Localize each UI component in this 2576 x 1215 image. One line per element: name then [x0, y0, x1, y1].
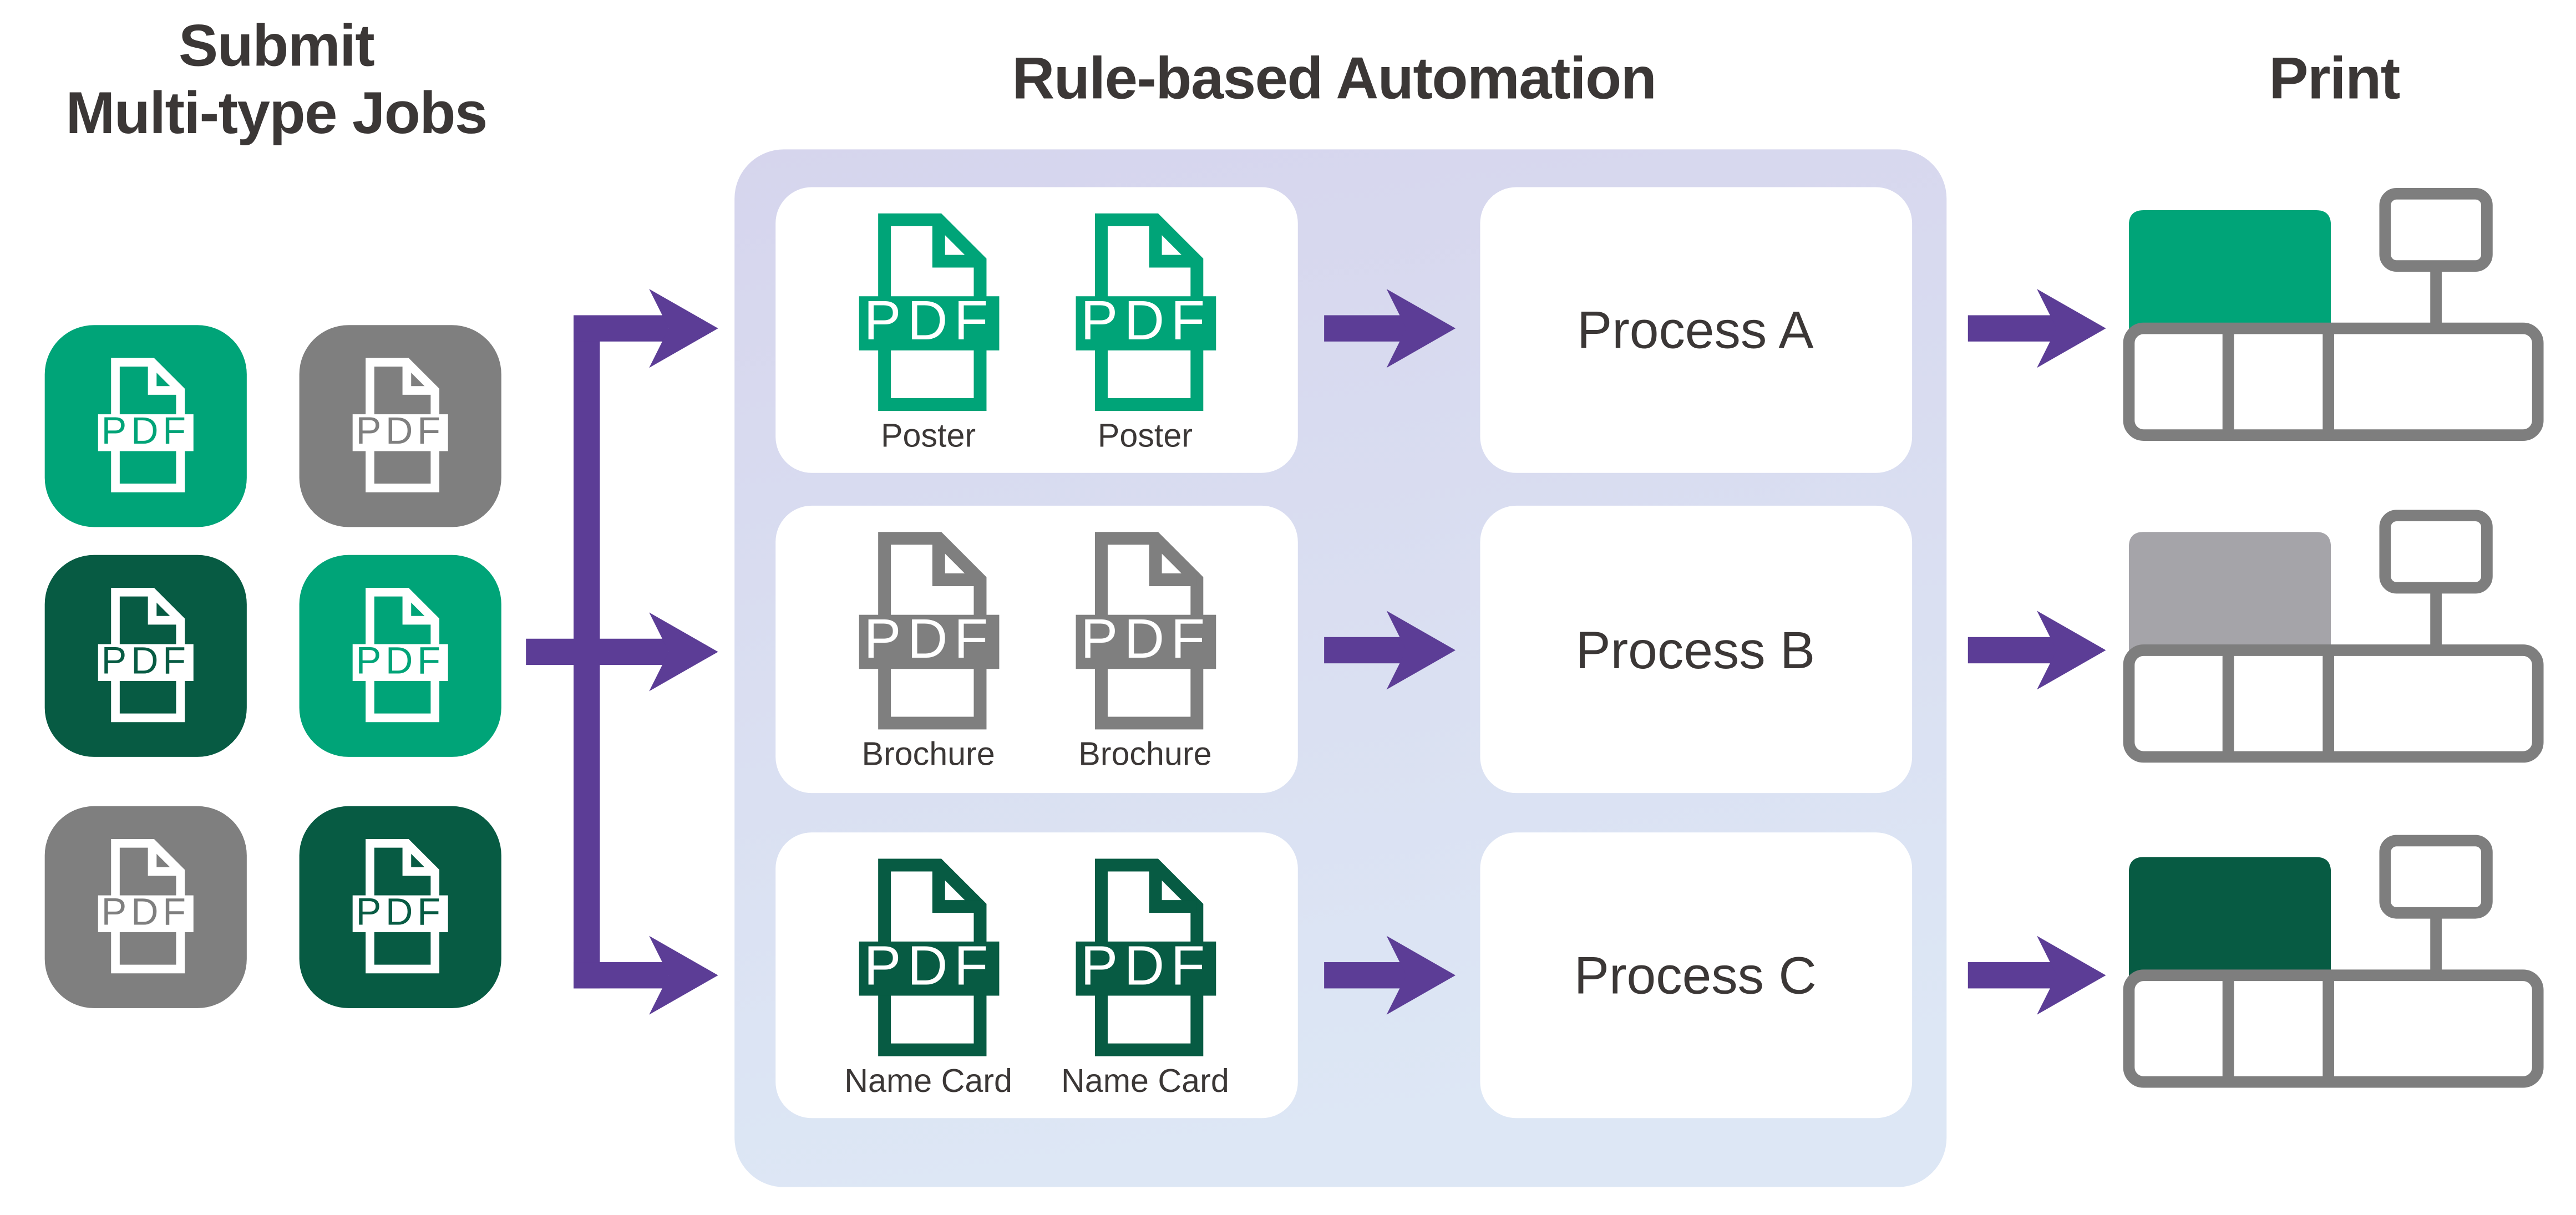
arrowhead-icon [1386, 289, 1456, 368]
arrowhead-icon [649, 289, 718, 368]
printer-monitor [2379, 510, 2493, 594]
svg-text:PDF: PDF [864, 289, 994, 352]
printer-icon [2123, 188, 2544, 441]
job-card-brochure: PDF PDF Brochure Brochure [775, 505, 1298, 794]
job-card-name-card: PDF PDF Name Card Name Card [775, 832, 1298, 1119]
pdf-tile-icon: PDF [44, 806, 247, 1008]
doc-caption: Name Card [1061, 1062, 1229, 1099]
branch-arrow [526, 289, 718, 1015]
printer-icon [2123, 510, 2544, 763]
pdf-tile-icon: PDF [44, 325, 247, 527]
flow-arrow [1968, 936, 2106, 1015]
svg-text:PDF: PDF [1081, 289, 1211, 352]
svg-text:PDF: PDF [864, 934, 994, 997]
svg-text:PDF: PDF [356, 891, 445, 933]
flow-arrow [1968, 289, 2106, 368]
svg-text:PDF: PDF [1081, 608, 1211, 670]
pdf-tile-icon: PDF [299, 806, 501, 1008]
pdf-document-icon: PDF [1076, 220, 1216, 404]
svg-text:PDF: PDF [864, 608, 994, 670]
doc-caption: Poster [881, 416, 976, 454]
arrowhead-icon [2037, 936, 2106, 1015]
arrowhead-icon [649, 936, 718, 1015]
doc-caption: Brochure [861, 735, 995, 772]
job-card-poster: PDF PDF Poster Poster [775, 187, 1298, 473]
flow-arrow [1324, 611, 1456, 690]
printer-monitor [2379, 835, 2493, 919]
doc-caption: Brochure [1078, 735, 1211, 772]
doc-caption: Name Card [844, 1062, 1012, 1099]
svg-text:PDF: PDF [1081, 934, 1211, 997]
printer-job-block [2128, 532, 2331, 655]
print-title: Print [2269, 45, 2400, 111]
doc-caption: Poster [1098, 416, 1193, 454]
printer-icon [2123, 835, 2544, 1088]
printer-job-block [2128, 857, 2331, 980]
flow-arrow [1968, 611, 2106, 690]
svg-text:PDF: PDF [102, 639, 190, 682]
arrowhead-icon [1386, 611, 1456, 690]
flow-arrow [1324, 289, 1456, 368]
submit-title-line1: Submit [179, 12, 374, 78]
printer-monitor [2379, 188, 2493, 272]
process-label: Process B [1575, 621, 1815, 680]
process-card-c: Process C [1480, 832, 1913, 1119]
flow-arrow [1324, 936, 1456, 1015]
arrowhead-icon [649, 612, 718, 692]
process-label: Process A [1577, 301, 1813, 360]
svg-text:PDF: PDF [356, 410, 445, 452]
submit-jobs-grid: PDF PDF PDF PDF [44, 325, 501, 1008]
arrowhead-icon [2037, 289, 2106, 368]
svg-text:PDF: PDF [102, 410, 190, 452]
svg-text:PDF: PDF [356, 639, 445, 682]
pdf-document-icon: PDF [859, 538, 1000, 723]
jobs-to-process-arrows [1324, 289, 1456, 1015]
pdf-tile-icon: PDF [299, 325, 501, 527]
pdf-document-icon: PDF [1076, 865, 1216, 1050]
process-to-print-arrows [1968, 289, 2106, 1015]
submit-title-line2: Multi-type Jobs [65, 80, 486, 146]
automation-title: Rule-based Automation [1012, 45, 1656, 111]
process-label: Process C [1574, 946, 1817, 1005]
pdf-document-icon: PDF [859, 865, 1000, 1050]
arrowhead-icon [1386, 936, 1456, 1015]
pdf-document-icon: PDF [859, 220, 1000, 404]
svg-text:PDF: PDF [102, 891, 190, 933]
pdf-tile-icon: PDF [44, 555, 247, 757]
printer-job-block [2128, 210, 2331, 334]
pdf-document-icon: PDF [1076, 538, 1216, 723]
arrowhead-icon [2037, 611, 2106, 690]
pdf-tile-icon: PDF [299, 555, 501, 757]
process-card-a: Process A [1480, 187, 1913, 473]
process-card-b: Process B [1480, 505, 1913, 794]
